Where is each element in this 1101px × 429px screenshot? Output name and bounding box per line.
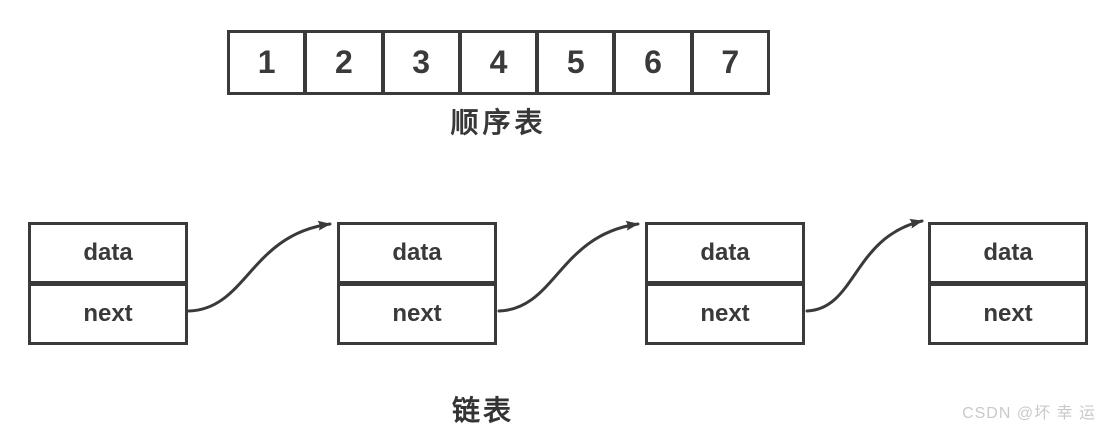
- node-data-field: data: [648, 225, 802, 286]
- array-cell: 4: [457, 33, 535, 92]
- array-cell: 3: [380, 33, 458, 92]
- array-cell: 6: [612, 33, 689, 92]
- node-next-field: next: [700, 300, 750, 327]
- node-next-field: next: [983, 300, 1033, 327]
- node-next-field: next: [392, 300, 442, 327]
- arrow-node2-to-node3: [497, 220, 640, 313]
- array-cell: 1: [257, 44, 276, 80]
- array-cell: 5: [535, 33, 612, 92]
- node-next-field: next: [83, 300, 133, 327]
- linked-list-node-3: data next: [645, 222, 805, 345]
- array-cell: 7: [689, 33, 767, 92]
- node-data-field: data: [340, 225, 494, 286]
- linked-list-node-4: data next: [928, 222, 1088, 345]
- csdn-watermark: CSDN @坏 幸 运: [962, 405, 1096, 422]
- node-data-field: data: [31, 225, 185, 286]
- linked-list-node-1: data next: [28, 222, 188, 345]
- arrow-node3-to-node4: [805, 218, 924, 313]
- linked-list-node-2: data next: [337, 222, 497, 345]
- array-cell: 2: [303, 33, 380, 92]
- arrow-node1-to-node2: [187, 220, 332, 313]
- linked-list-label: 链表: [452, 395, 515, 426]
- node-data-field: data: [931, 225, 1085, 286]
- sequential-list-array: 1 2 3 4 5 6 7: [227, 30, 770, 95]
- sequential-list-label: 顺序表: [450, 107, 547, 138]
